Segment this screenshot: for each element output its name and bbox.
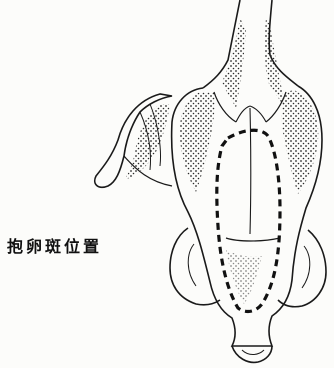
keel-shoulder-left [236, 106, 250, 122]
vent-detail [242, 350, 264, 355]
right-leg-inner [302, 246, 310, 288]
belly-line [226, 238, 280, 241]
left-leg-inner [188, 244, 196, 286]
right-leg [278, 230, 326, 307]
chest-left-stipple [180, 92, 215, 192]
left-wing-stipple [124, 104, 170, 180]
keel-line [250, 108, 251, 234]
keel-shoulder-right [250, 106, 266, 122]
chest-right-stipple [282, 90, 318, 194]
brood-patch-label: 抱卵斑位置 [7, 233, 102, 257]
neck-right-stipple [265, 18, 286, 110]
